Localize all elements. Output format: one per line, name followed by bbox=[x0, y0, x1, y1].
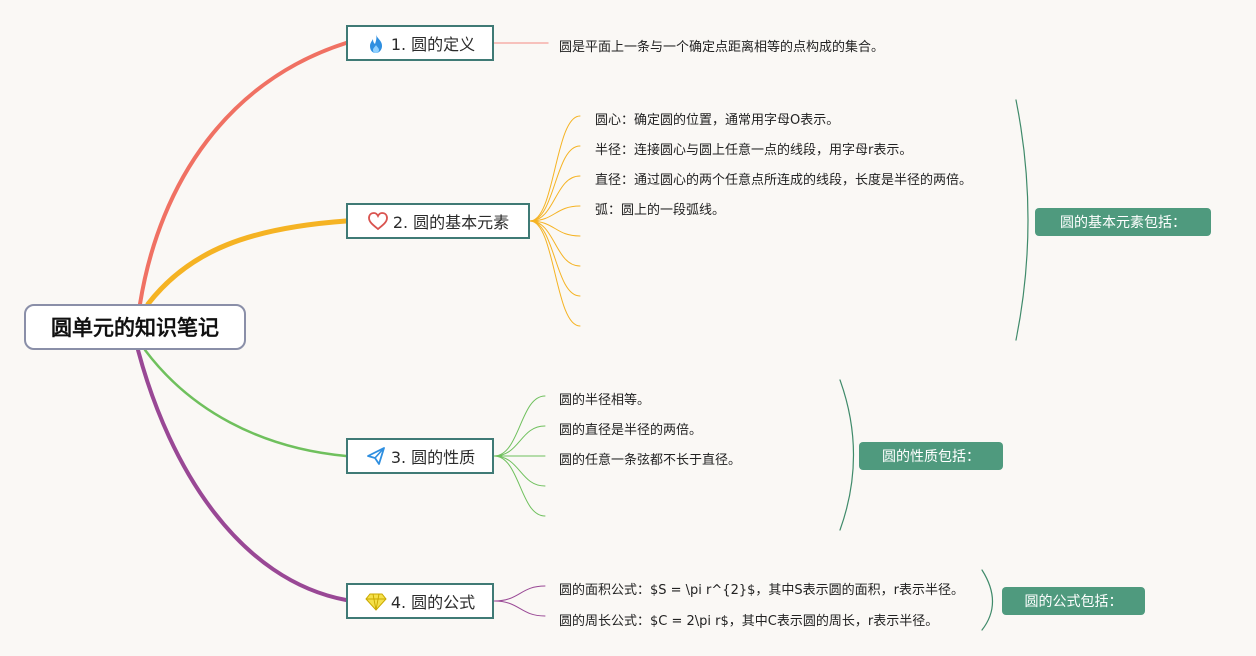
bracket-formulas bbox=[981, 569, 993, 631]
diamond-icon bbox=[365, 590, 387, 612]
link-basic-elements-1 bbox=[529, 145, 581, 222]
link-properties-0 bbox=[493, 395, 546, 457]
topic-formulas-label: 4. 圆的公式 bbox=[390, 593, 476, 612]
root-topic-label: 圆单元的知识笔记 bbox=[51, 316, 219, 340]
bracket-basic-elements bbox=[1015, 99, 1029, 341]
link-basic-elements-3 bbox=[529, 205, 581, 222]
link-basic-elements-4 bbox=[529, 220, 581, 237]
summary-basic-elements[interactable]: 圆的基本元素包括： bbox=[1035, 208, 1211, 236]
topic-definition-label: 1. 圆的定义 bbox=[390, 35, 476, 54]
topic-basic-elements[interactable]: 2. 圆的基本元素 bbox=[346, 203, 530, 239]
element-arc: 弧：圆上的一段弧线。 bbox=[595, 203, 726, 218]
heart-icon bbox=[367, 210, 389, 232]
element-radius: 半径：连接圆心与圆上任意一点的线段，用字母r表示。 bbox=[595, 143, 913, 158]
topic-definition[interactable]: 1. 圆的定义 bbox=[346, 25, 494, 61]
summary-properties-label: 圆的性质包括： bbox=[882, 449, 980, 465]
definition-text: 圆是平面上一条与一个确定点距离相等的点构成的集合。 bbox=[559, 40, 885, 55]
formula-circumference: 圆的周长公式：$C = 2\pi r$，其中C表示圆的周长，r表示半径。 bbox=[559, 614, 939, 629]
link-formulas-0 bbox=[493, 585, 546, 602]
summary-formulas[interactable]: 圆的公式包括： bbox=[1002, 587, 1145, 615]
link-basic-elements-0 bbox=[529, 115, 581, 222]
trunk-formulas bbox=[136, 348, 348, 602]
root-topic[interactable]: 圆单元的知识笔记 bbox=[24, 304, 246, 350]
summary-properties[interactable]: 圆的性质包括： bbox=[859, 442, 1003, 470]
trunk-properties bbox=[143, 348, 348, 458]
trunk-basic-elements bbox=[145, 218, 349, 307]
topic-properties[interactable]: 3. 圆的性质 bbox=[346, 438, 494, 474]
flame-icon bbox=[365, 32, 387, 54]
link-basic-elements-2 bbox=[529, 175, 581, 222]
link-properties-1 bbox=[493, 425, 546, 457]
property-radius: 圆的半径相等。 bbox=[559, 393, 651, 408]
element-center: 圆心：确定圆的位置，通常用字母O表示。 bbox=[595, 113, 840, 128]
topic-formulas[interactable]: 4. 圆的公式 bbox=[346, 583, 494, 619]
paper-plane-icon bbox=[365, 445, 387, 467]
link-properties-3 bbox=[493, 455, 546, 487]
topic-basic-elements-label: 2. 圆的基本元素 bbox=[392, 213, 510, 232]
trunk-definition bbox=[138, 41, 348, 306]
formula-area: 圆的面积公式：$S = \pi r^{2}$，其中S表示圆的面积，r表示半径。 bbox=[559, 583, 964, 598]
summary-formulas-label: 圆的公式包括： bbox=[1024, 594, 1123, 610]
link-formulas-1 bbox=[493, 600, 546, 617]
bracket-properties bbox=[839, 379, 855, 531]
link-properties-4 bbox=[493, 455, 546, 517]
link-basic-elements-6 bbox=[529, 220, 581, 297]
topic-properties-label: 3. 圆的性质 bbox=[390, 448, 476, 467]
property-diameter: 圆的直径是半径的两倍。 bbox=[559, 423, 703, 438]
property-chord: 圆的任意一条弦都不长于直径。 bbox=[559, 453, 742, 468]
summary-basic-elements-label: 圆的基本元素包括： bbox=[1060, 215, 1186, 231]
link-basic-elements-7 bbox=[529, 220, 581, 327]
element-diameter: 直径：通过圆心的两个任意点所连成的线段，长度是半径的两倍。 bbox=[595, 173, 973, 188]
link-basic-elements-5 bbox=[529, 220, 581, 267]
